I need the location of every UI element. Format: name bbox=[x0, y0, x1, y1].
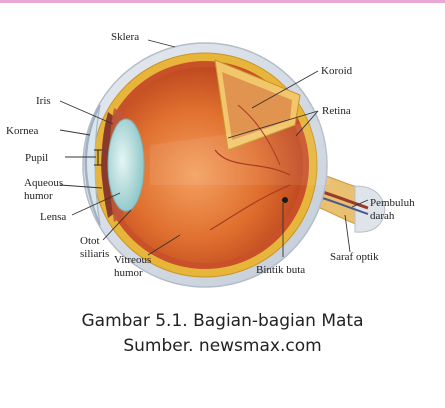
label-otot-siliaris-line2: siliaris bbox=[80, 248, 109, 260]
label-iris: Iris bbox=[36, 95, 51, 107]
label-sklera: Sklera bbox=[111, 31, 139, 43]
label-pupil: Pupil bbox=[25, 152, 48, 164]
figure-caption-title: Gambar 5.1. Bagian-bagian Mata bbox=[0, 311, 445, 331]
label-lensa: Lensa bbox=[40, 211, 66, 223]
label-koroid: Koroid bbox=[321, 65, 353, 77]
lens bbox=[108, 119, 144, 211]
label-kornea: Kornea bbox=[6, 125, 38, 137]
label-saraf-optik: Saraf optik bbox=[330, 251, 379, 263]
label-aqueous-humor-line1: Aqueous bbox=[24, 177, 63, 189]
eye-diagram: Sklera Koroid Iris Retina Kornea Pupil A… bbox=[0, 0, 445, 305]
label-vitreous-humor-line1: Vitreous bbox=[114, 254, 151, 266]
blind-spot bbox=[282, 197, 288, 203]
label-aqueous-humor-line2: humor bbox=[24, 190, 53, 202]
label-pembuluh-darah-line1: Pembuluh bbox=[370, 197, 415, 209]
figure-caption-source: Sumber. newsmax.com bbox=[0, 336, 445, 356]
label-otot-siliaris-line1: Otot bbox=[80, 235, 100, 247]
label-pembuluh-darah-line2: darah bbox=[370, 210, 395, 222]
label-bintik-buta: Bintik buta bbox=[256, 264, 305, 276]
label-vitreous-humor-line2: humor bbox=[114, 267, 143, 279]
label-retina: Retina bbox=[322, 105, 351, 117]
